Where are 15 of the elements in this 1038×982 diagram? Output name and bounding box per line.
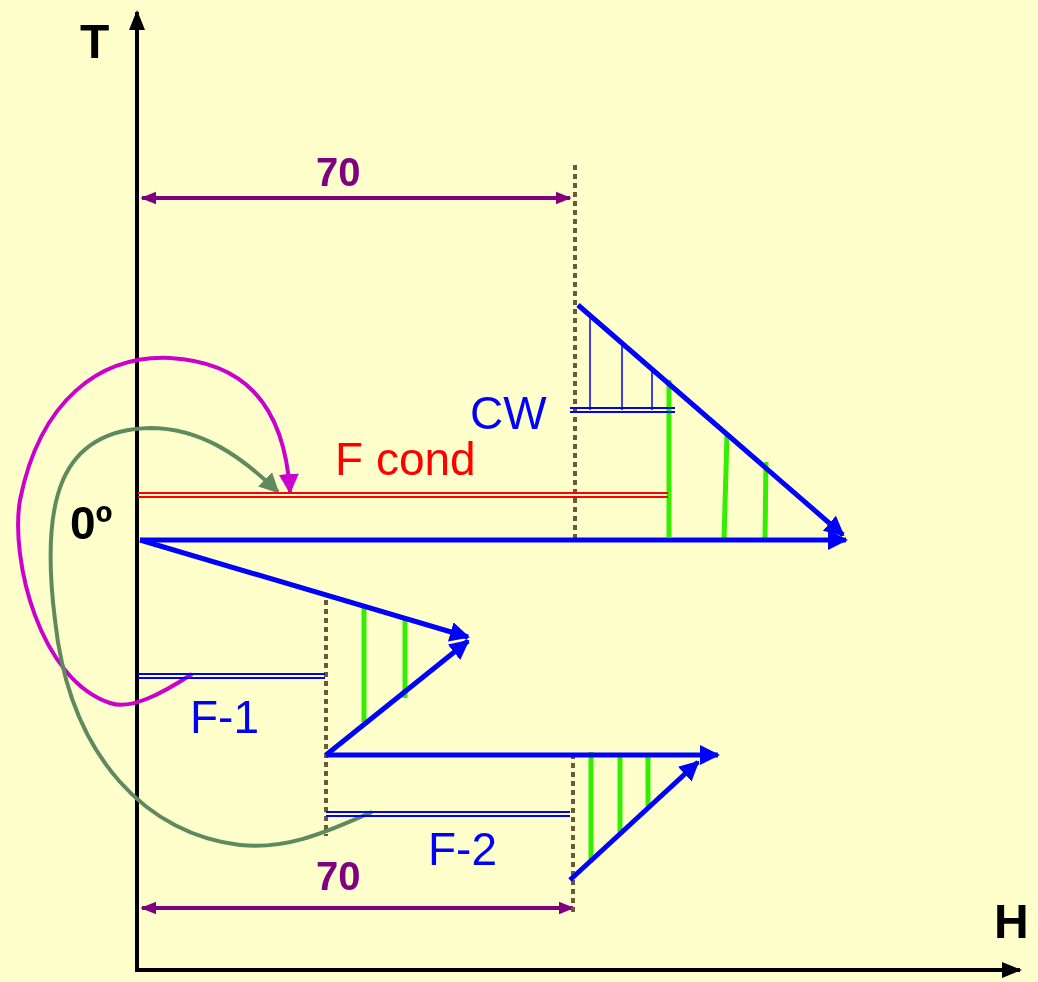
curved-arrow [48,426,373,848]
dimension-value: 70 [316,856,361,896]
stream-line [326,811,570,817]
axis-label: H [994,898,1029,946]
stream-label: F-2 [428,826,497,872]
stream-label: F cond [335,436,476,482]
stream-line [138,673,325,679]
stream-label: CW [470,390,547,436]
curved-arrow [16,356,299,707]
stream-line [570,407,675,413]
axis-label: T [80,18,110,66]
dimension-value: 70 [316,152,361,192]
axis-label: 0º [70,500,113,546]
stream-line [138,492,668,498]
stream-label: F-1 [190,694,259,740]
